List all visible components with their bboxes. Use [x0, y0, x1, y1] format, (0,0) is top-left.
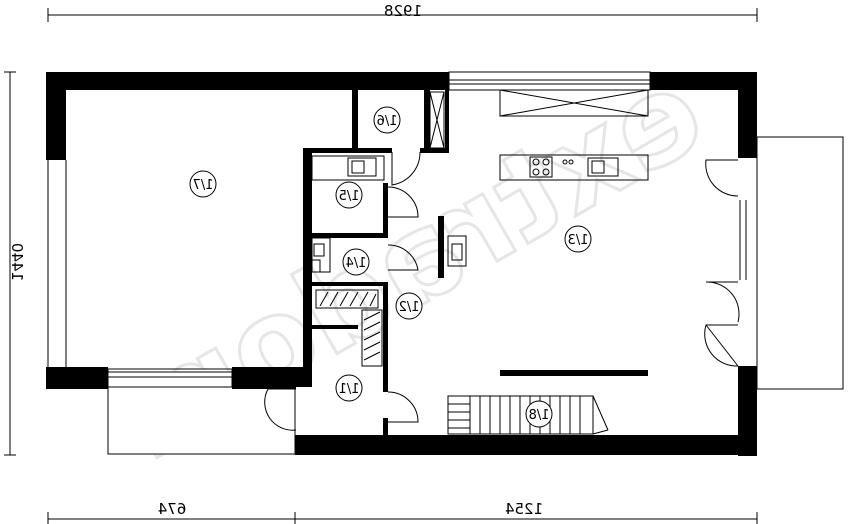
bathroom-fixtures: [311, 155, 385, 273]
terrace-right: [756, 136, 844, 390]
fireplace: [447, 235, 467, 267]
room-1-2: 1/2: [395, 292, 423, 320]
room-label-1-6: 1/6: [377, 114, 398, 129]
room-1-3: 1/3: [564, 225, 592, 253]
room-label-1-5: 1/5: [339, 189, 360, 204]
doors: [264, 151, 740, 431]
exterior-walls: [46, 72, 757, 456]
room-label-1-1: 1/1: [339, 382, 360, 397]
room-1-7: 1/7: [189, 170, 217, 198]
dimension-left: 1440: [8, 243, 26, 281]
room-1-4: 1/4: [342, 248, 370, 276]
wardrobe: [315, 289, 383, 367]
dimension-top: 1928: [384, 2, 422, 20]
room-label-1-7: 1/7: [193, 178, 214, 193]
room-1-6: 1/6: [373, 106, 401, 134]
room-label-1-8: 1/8: [529, 408, 550, 423]
interior-walls: [303, 90, 648, 435]
kitchen: [499, 89, 649, 181]
dimension-lines: [4, 8, 758, 524]
room-1-8: 1/8: [525, 400, 553, 428]
room-labels: 1/7 1/6 1/5 1/4 1/3 1/2 1/1 1/8: [189, 106, 592, 428]
room-1-1: 1/1: [335, 374, 363, 402]
room-label-1-2: 1/2: [399, 300, 420, 315]
storage-cabinet: [429, 91, 445, 149]
dimension-bottom-left: 674: [158, 500, 187, 518]
room-1-5: 1/5: [335, 181, 363, 209]
room-label-1-3: 1/3: [568, 233, 589, 248]
dimension-bottom-right: 1254: [505, 500, 543, 518]
room-label-1-4: 1/4: [346, 256, 367, 271]
